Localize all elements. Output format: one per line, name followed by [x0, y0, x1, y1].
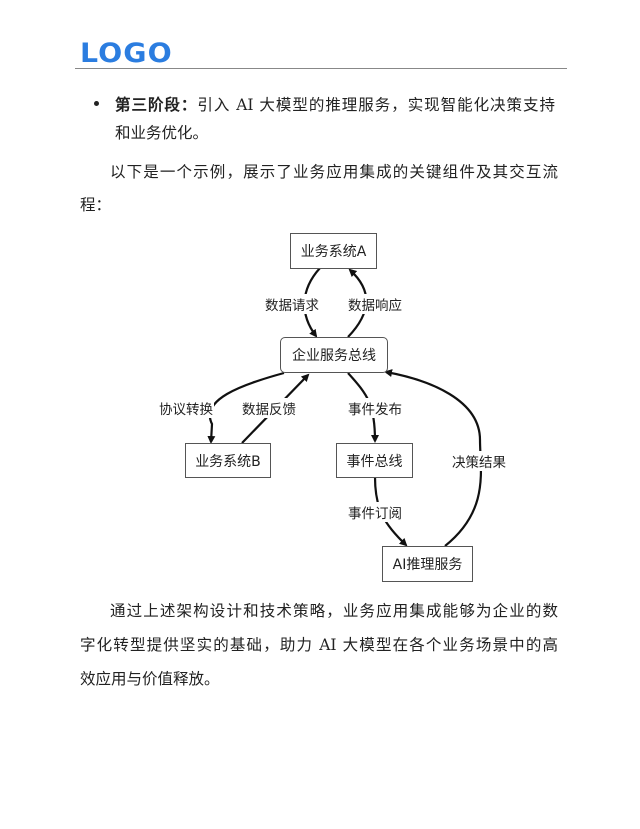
- logo: LOGO: [80, 38, 173, 69]
- conclusion-line-2: 字化转型提供坚实的基础，助力 AI 大模型在各个业务场景中的高: [80, 636, 558, 654]
- bullet-line-2: 和业务优化。: [115, 124, 209, 142]
- edge-label-response: 数据响应: [347, 294, 403, 314]
- edge-label-decision: 决策结果: [451, 451, 507, 471]
- edge-label-subscribe: 事件订阅: [347, 502, 403, 522]
- edge-label-request: 数据请求: [264, 294, 320, 314]
- bullet-bold-label: 第三阶段：: [115, 95, 198, 114]
- conclusion-line-1: 通过上述架构设计和技术策略，业务应用集成能够为企业的数: [110, 602, 558, 620]
- edge-label-feedback: 数据反馈: [241, 398, 297, 418]
- intro-line-2: 程：: [80, 196, 112, 214]
- node-ai-inference: AI推理服务: [382, 546, 473, 582]
- edge-decision: [384, 369, 483, 547]
- bullet-line-1: 第三阶段：引入 AI 大模型的推理服务，实现智能化决策支持: [115, 95, 555, 115]
- node-system-a: 业务系统A: [290, 233, 377, 269]
- bullet-text: 引入 AI 大模型的推理服务，实现智能化决策支持: [197, 96, 555, 114]
- edge-label-protocol: 协议转换: [158, 398, 214, 418]
- intro-line-1: 以下是一个示例，展示了业务应用集成的关键组件及其交互流: [110, 163, 558, 181]
- edge-label-publish: 事件发布: [347, 398, 403, 418]
- node-event-bus: 事件总线: [336, 443, 413, 478]
- edge-protocol: [207, 371, 285, 444]
- conclusion-line-3: 效应用与价值释放。: [80, 670, 220, 688]
- node-system-b: 业务系统B: [185, 443, 271, 478]
- header-divider: [75, 68, 567, 69]
- node-esb: 企业服务总线: [280, 337, 388, 373]
- bullet-icon: [94, 101, 99, 106]
